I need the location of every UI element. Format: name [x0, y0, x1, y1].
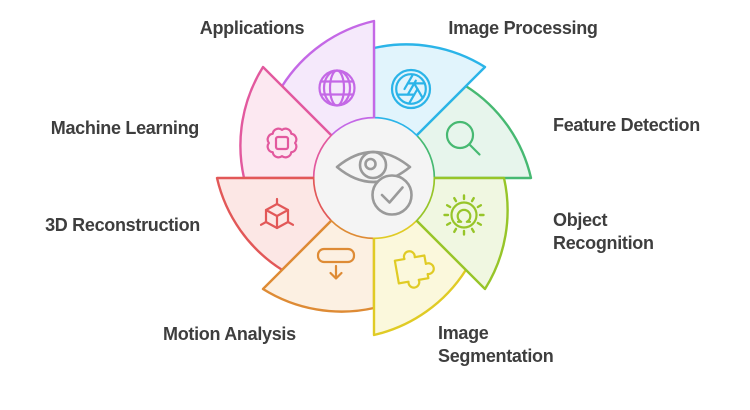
- label-image-segmentation: Image Segmentation: [438, 323, 554, 367]
- eye-iris: [358, 150, 388, 180]
- petal-object_recognition: [415, 176, 509, 291]
- label-machine-learning: Machine Learning: [50, 118, 200, 138]
- label-object-recognition: Object Recognition: [553, 210, 654, 254]
- petal-3d_reconstruction: [215, 176, 333, 272]
- check-mark: [380, 186, 404, 204]
- label-applications: Applications: [199, 18, 305, 38]
- petal-applications: [280, 19, 376, 137]
- label-image-processing: Image Processing: [448, 18, 598, 38]
- check-circle: [371, 174, 413, 216]
- eye-check-icon: [335, 150, 413, 216]
- petal-motion_analysis: [261, 219, 376, 313]
- label-3d-reconstruction: 3D Reconstruction: [45, 215, 200, 235]
- petal-ring: [215, 19, 533, 337]
- eye-pupil: [364, 157, 377, 171]
- label-feature-detection: Feature Detection: [553, 115, 700, 135]
- petal-machine_learning: [239, 65, 333, 180]
- label-motion-analysis: Motion Analysis: [163, 324, 296, 344]
- eye-outline: [335, 150, 412, 184]
- petal-image_segmentation: [372, 219, 468, 337]
